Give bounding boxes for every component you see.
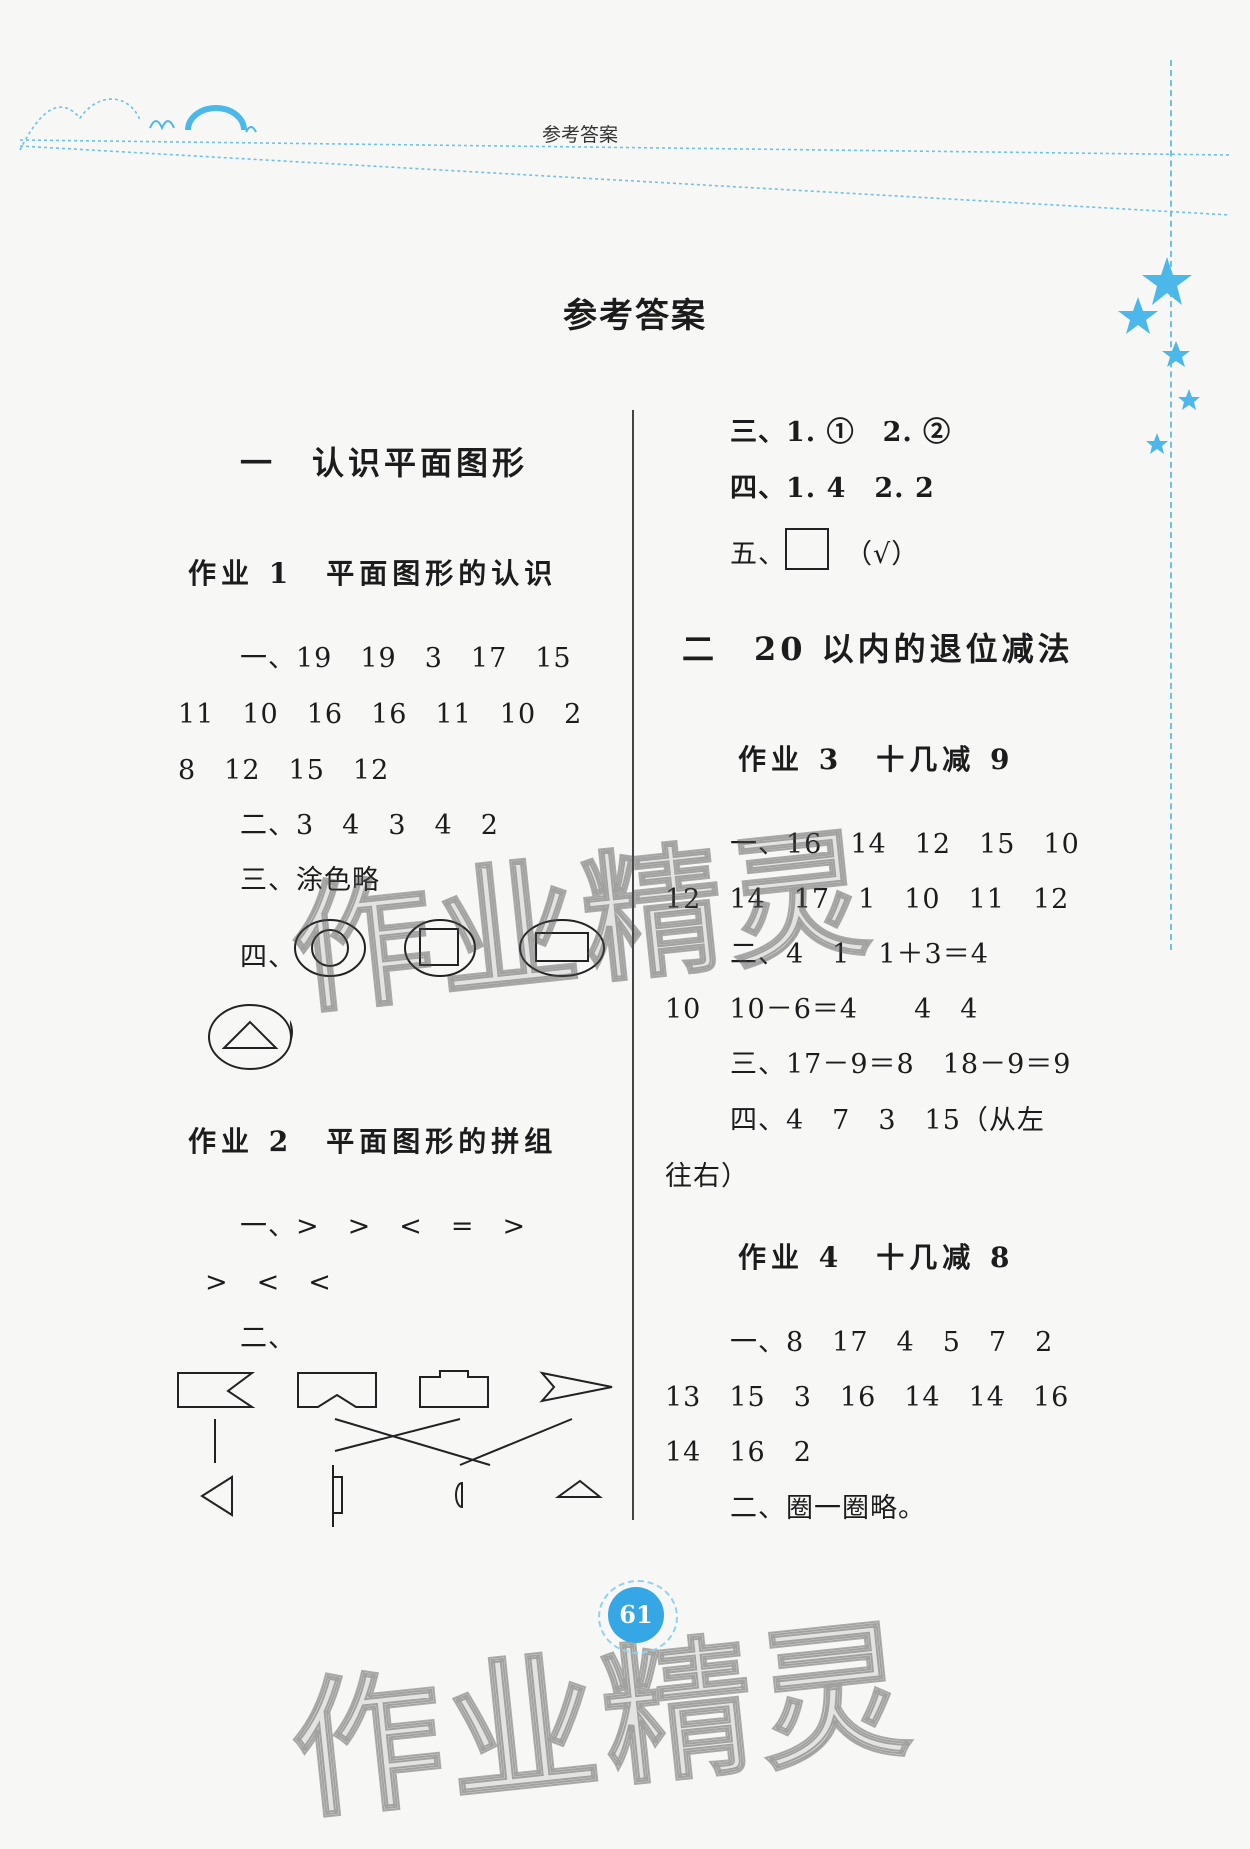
right-dashed-rule	[1170, 60, 1172, 950]
answer-line: 8 12 15 12	[178, 755, 390, 786]
homework-4-heading: 作业 4 十几减 8	[738, 1241, 1015, 1274]
homework-3-heading: 作业 3 十几减 9	[738, 743, 1015, 776]
answer-line: 12 14 17 1 10 11 12	[665, 884, 1070, 915]
answer-line: 二、圈一圈略。	[730, 1493, 926, 1524]
star-icon	[1146, 433, 1168, 454]
page-number: 61	[608, 1587, 664, 1643]
answer-line: 10 10－6＝4 4 4	[665, 994, 979, 1025]
running-header: 参考答案	[541, 124, 618, 146]
answer-line: 二、	[240, 1323, 296, 1354]
answer-line: 四、4 7 3 15（从左	[730, 1105, 1045, 1136]
answer-line: 四、1. 4 2. 2	[730, 473, 935, 504]
header-decoration	[19, 98, 1231, 216]
unit-2-heading: 二 20 以内的退位减法	[682, 630, 1074, 668]
page-title: 参考答案	[563, 296, 707, 336]
column-divider	[632, 410, 634, 1520]
answer-line: 三、17－9＝8 18－9＝9	[730, 1049, 1072, 1080]
answer-line: 一、16 14 12 15 10	[730, 829, 1080, 860]
star-icon	[1118, 297, 1158, 334]
homework-1-heading: 作业 1 平面图形的认识	[188, 557, 558, 590]
answer-line: 二、3 4 3 4 2	[240, 810, 499, 841]
matching-answer-figure	[177, 1370, 613, 1527]
star-decorations	[1118, 257, 1200, 454]
shapes-answer-figure	[290, 919, 605, 1045]
answer-line: 一、8 17 4 5 7 2	[730, 1327, 1054, 1358]
answer-line: 14 16 2	[665, 1437, 812, 1468]
star-icon	[1178, 389, 1200, 410]
answer-line: 四、	[240, 942, 296, 973]
answer-line: 11 10 16 16 11 10 2	[178, 699, 583, 730]
answer-line: 二、4 1 1＋3＝4	[730, 939, 989, 970]
star-icon	[1162, 341, 1190, 367]
star-icon	[1142, 257, 1192, 305]
answer-line: > < <	[205, 1267, 332, 1298]
answer-line: 往右）	[665, 1161, 749, 1192]
answer-line: 13 15 3 16 14 14 16	[665, 1382, 1070, 1413]
answer-line: （√）	[845, 539, 920, 570]
answer-line: 五、	[730, 539, 786, 570]
square-answer-box	[785, 528, 829, 570]
answer-line: 一、19 19 3 17 15	[240, 643, 572, 674]
answer-line: 三、涂色略	[240, 865, 380, 896]
homework-2-heading: 作业 2 平面图形的拼组	[188, 1125, 558, 1158]
page-number-ring	[598, 1580, 678, 1654]
unit-1-heading: 一 认识平面图形	[240, 444, 529, 482]
answer-line: 三、1. ① 2. ②	[730, 417, 952, 448]
triangle-answer-figure	[208, 1004, 292, 1070]
answer-line: 一、> > < = >	[240, 1211, 527, 1242]
